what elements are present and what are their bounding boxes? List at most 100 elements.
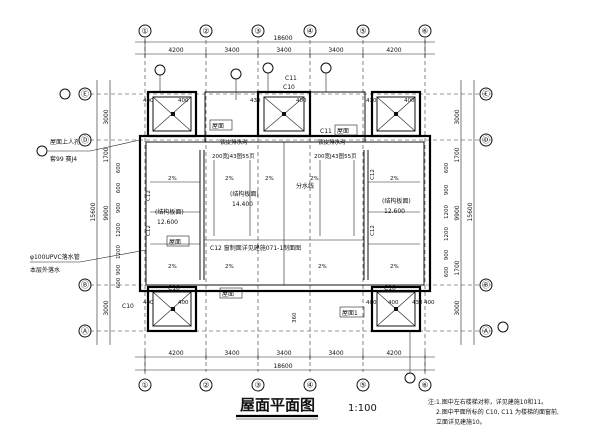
section-markers [36, 62, 509, 384]
window-c12-left-1: C12 [146, 190, 152, 201]
window-c12-left-2: C12 [146, 225, 152, 236]
axis-top-4: ④ [306, 27, 313, 36]
left-dim-2: 1700 [103, 147, 110, 162]
misc-dim-7: 400 [143, 300, 154, 306]
bottom-window-note: C12 窗制面详见建施071-1制面图 [210, 244, 301, 252]
right-axis-bubbles: Ⓔ Ⓓ Ⓑ Ⓐ [479, 87, 493, 338]
axis-top-3: ③ [254, 27, 261, 36]
zone-labels: 铁皮排水沟 铁皮排水沟 200宽J43图55页 200宽J43图55页 (结构板… [155, 138, 411, 252]
slope-3: 2% [265, 176, 274, 182]
right-dimensions: 15600 3000 1700 9900 1700 3000 600 900 1… [444, 80, 475, 345]
misc-dim-2: 400 [178, 98, 189, 104]
misc-dim-8: 400 [178, 300, 189, 306]
zone-left-elev: 12.600 [157, 219, 178, 226]
slope-8: 2% [318, 264, 327, 270]
stair-tower-bottom-right [370, 285, 422, 333]
misc-dim-10: 400 [388, 300, 399, 306]
left-small-2: 600 [116, 182, 122, 193]
right-small-5: 900 [444, 249, 450, 260]
right-dim-4: 1700 [454, 260, 461, 275]
left-callouts: 屋面上人孔 套99 赛J4 φ100UPVC落水管 本层外落水 [30, 138, 147, 274]
axis-bottom-1: ① [141, 381, 148, 390]
window-codes: C11 C10 C11 C10 C10 C10 C12 C12 C12 C12 [122, 75, 396, 310]
right-small-4: 1200 [444, 227, 450, 241]
right-dim-1: 3000 [454, 109, 461, 124]
roof-label-bottom-left: 屋面 [222, 291, 234, 298]
top-dim-1: 4200 [168, 47, 183, 54]
top-dim-4: 3400 [328, 47, 343, 54]
roof-label-bottom-right: 屋面1 [342, 310, 358, 317]
right-dim-2: 1700 [454, 147, 461, 162]
misc-dims: 400 400 430 400 430 400 400 400 400 400 … [143, 98, 435, 323]
zone-mid-elev: 14.400 [232, 201, 253, 208]
right-overall-dim: 15600 [467, 202, 474, 221]
note-1: 注:1.图中左右楼梯对称，详见建施10和11。 [428, 398, 547, 406]
axis-bottom-4: ④ [306, 381, 313, 390]
roof-hatch-labels: 屋面 屋面 屋面 屋面 屋面1 [166, 119, 365, 318]
axis-left-e: Ⓔ [81, 90, 89, 99]
window-c11-mid: C11 [320, 128, 332, 135]
notes: 注:1.图中左右楼梯对称，详见建施10和11。 2.图中平面所标的 C10, C… [428, 398, 559, 426]
roof-label-top-left: 屋面 [212, 123, 224, 130]
top-axis-bubbles: ① ② ③ ④ ⑤ ⑥ [138, 24, 432, 38]
window-c10-bottom-right: C10 [384, 285, 396, 292]
window-c12-right-1: C12 [370, 169, 376, 180]
left-dimensions: 15600 3000 1700 9900 3000 600 600 900 12… [90, 80, 122, 345]
axis-top-2: ② [202, 27, 209, 36]
right-small-6: 600 [444, 266, 450, 277]
axis-bottom-3: ③ [254, 381, 261, 390]
misc-dim-5: 430 [366, 98, 377, 104]
bottom-dim-3: 3400 [276, 350, 291, 357]
top-dim-5: 4200 [386, 47, 401, 54]
slope-6: 2% [168, 264, 177, 270]
building-outline [138, 91, 432, 293]
slope-markers: 2% 2% 2% 2% 2% 2% 2% 2% 2% [168, 176, 399, 270]
left-overall-dim: 15600 [90, 202, 97, 221]
bottom-dim-1: 4200 [168, 350, 183, 357]
misc-dim-6: 400 [404, 98, 415, 104]
ridge-label: 分水线 [296, 182, 314, 190]
axis-top-6: ⑥ [421, 27, 428, 36]
zone-right-label: (结构板面) [382, 197, 411, 205]
misc-dim-12: 400 [424, 300, 435, 306]
zone-right-elev: 12.600 [384, 208, 405, 215]
axis-bottom-2: ② [202, 381, 209, 390]
drawing-scale: 1:100 [348, 403, 377, 414]
left-small-5: 1200 [116, 245, 122, 259]
axis-right-b: Ⓑ [482, 281, 490, 290]
zone-left-label: (结构板面) [155, 208, 184, 216]
axis-bottom-6: ⑥ [421, 381, 428, 390]
roof-label-top-right: 屋面 [337, 128, 349, 135]
window-c10-left: C10 [122, 303, 134, 310]
top-overall-dim: 18600 [273, 35, 292, 42]
slope-4: 2% [310, 176, 319, 182]
axis-bottom-5: ⑤ [359, 381, 366, 390]
bottom-axis-bubbles: ① ② ③ ④ ⑤ ⑥ [138, 378, 432, 392]
top-dim-2: 3400 [224, 47, 239, 54]
axis-left-a: Ⓐ [81, 327, 89, 336]
drawing-title: 屋面平面图 [240, 396, 315, 414]
zone-mid-label: (结构板面) [230, 190, 259, 198]
left-small-6: 900 [116, 264, 122, 275]
stair-tower-bottom-left [146, 285, 198, 333]
left-dim-1: 3000 [103, 109, 110, 124]
bottom-dim-2: 3400 [224, 350, 239, 357]
callout-downpipe: φ100UPVC落水管 [30, 253, 80, 261]
left-small-7: 600 [116, 277, 122, 288]
bottom-overall-dim: 18600 [273, 363, 292, 370]
left-dim-4: 3000 [103, 300, 110, 315]
note-3: 立面详见建施10。 [436, 418, 486, 426]
title-block: 屋面平面图 1:100 [236, 396, 377, 420]
right-small-3: 1200 [444, 205, 450, 219]
dim-360: 360 [292, 312, 298, 323]
right-small-1: 600 [444, 162, 450, 173]
window-c10-top: C10 [283, 84, 295, 91]
misc-dim-4: 400 [296, 98, 307, 104]
slope-1: 2% [168, 176, 177, 182]
slope-9: 2% [390, 264, 399, 270]
left-small-4: 1200 [116, 223, 122, 237]
axis-right-e: Ⓔ [482, 90, 490, 99]
window-c11-top: C11 [285, 75, 297, 82]
